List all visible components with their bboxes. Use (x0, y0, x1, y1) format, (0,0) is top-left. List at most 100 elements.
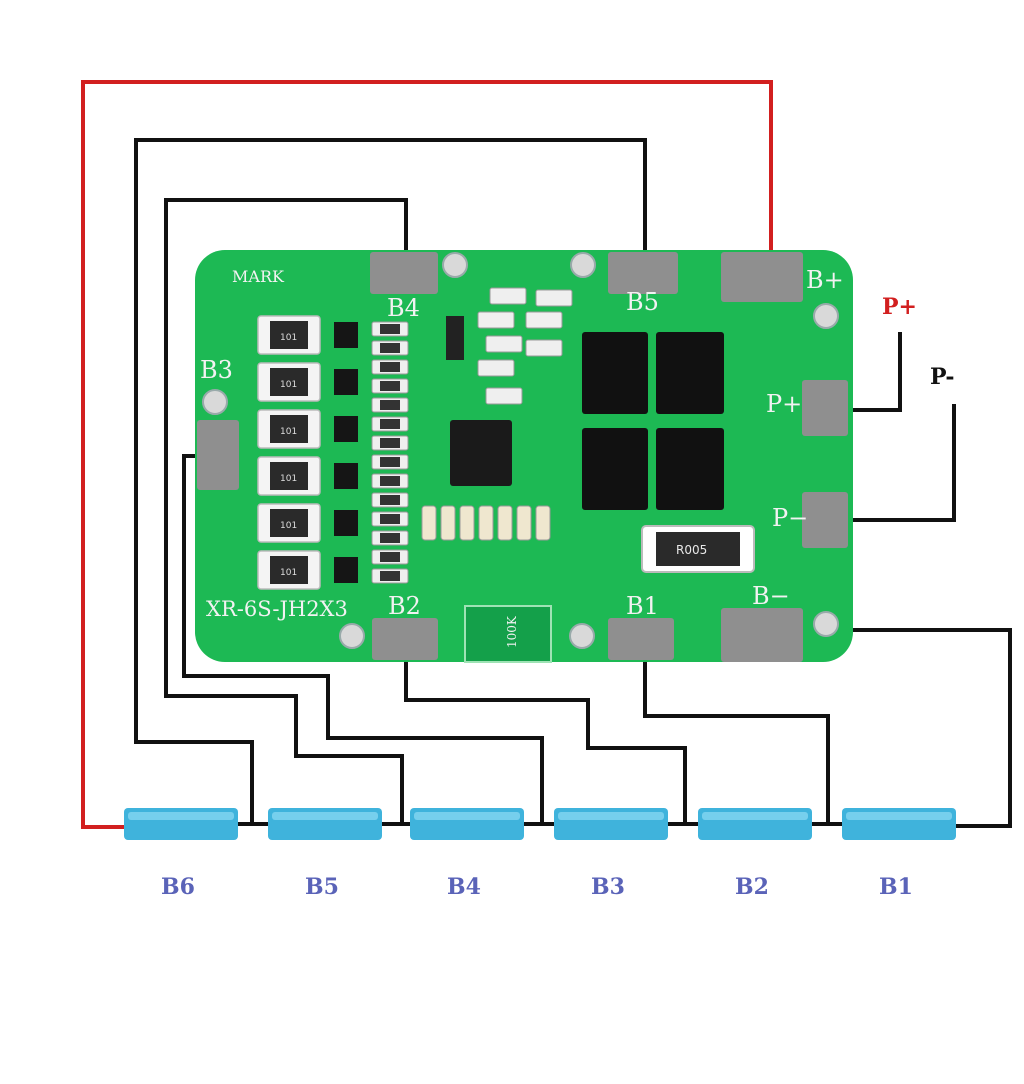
smd-component-body (380, 400, 400, 410)
smd-component (489, 287, 527, 305)
cell-label: B3 (591, 874, 625, 900)
pcb-board: MARK XR-6S-JH2X3 B4 B5 B+ B3 P+ P− B2 B1… (195, 250, 853, 663)
balance-transistor (334, 369, 358, 395)
capacitor (421, 505, 437, 541)
mosfet (582, 332, 648, 414)
mount-hole (570, 252, 596, 278)
balance-resistor-marking: 101 (280, 427, 297, 437)
pad-p-minus (802, 492, 848, 548)
balance-resistor-body (270, 462, 308, 490)
label-model: XR-6S-JH2X3 (206, 597, 348, 621)
resistor-block (464, 605, 552, 663)
smd-component (477, 311, 515, 329)
balance-resistor-body (270, 415, 308, 443)
resistor-label: 100K (505, 615, 519, 648)
battery-cell-b5: B5 (268, 808, 382, 900)
diode (446, 316, 464, 360)
mount-hole (339, 623, 365, 649)
smd-component-body (380, 362, 400, 372)
balance-transistor (334, 322, 358, 348)
battery-cell-b6: B6 (124, 808, 238, 900)
smd-component-body (380, 343, 400, 353)
balance-resistors: 101 101 101 101 101 101 (257, 315, 358, 590)
mosfet (582, 428, 648, 510)
battery-cell-b3: B3 (554, 808, 668, 900)
pad-b-minus (721, 608, 803, 662)
pad-b4 (370, 252, 438, 294)
capacitor (535, 505, 551, 541)
label-pad-b2: B2 (388, 592, 421, 620)
mount-hole (813, 303, 839, 329)
wire-b4 (164, 198, 408, 822)
cell-highlight (128, 812, 234, 820)
balance-transistor (334, 510, 358, 536)
pad-b2 (372, 618, 438, 660)
pad-b-plus (721, 252, 803, 302)
capacitor (459, 505, 475, 541)
smd-component (525, 339, 563, 357)
label-pad-p-plus: P+ (766, 390, 802, 418)
capacitor (440, 505, 456, 541)
label-pad-b3: B3 (200, 356, 233, 384)
shunt-label: R005 (676, 543, 707, 557)
cell-highlight (846, 812, 952, 820)
wire-b1 (643, 660, 830, 822)
cell-label: B6 (161, 874, 195, 900)
smd-component-body (380, 514, 400, 524)
label-mark: MARK (232, 267, 285, 286)
mosfet (656, 428, 724, 510)
smd-component (485, 387, 523, 405)
balance-resistor-body (270, 556, 308, 584)
wire-b5 (134, 138, 647, 822)
mosfet (656, 332, 724, 414)
balance-resistor-marking: 101 (280, 333, 297, 343)
battery-cell-b1: B1 (842, 808, 956, 900)
smd-component (525, 311, 563, 329)
balance-transistor (334, 463, 358, 489)
battery-cell-b4: B4 (410, 808, 524, 900)
cell-label: B4 (447, 874, 481, 900)
balance-transistor (334, 557, 358, 583)
label-pad-b1: B1 (626, 592, 659, 620)
main-ic (450, 420, 512, 486)
label-pad-b5: B5 (626, 288, 659, 316)
external-label-p-plus: P+ (882, 294, 917, 320)
cell-label: B1 (879, 874, 913, 900)
capacitor (497, 505, 513, 541)
label-pad-b-plus: B+ (806, 266, 844, 294)
pad-p-plus (802, 380, 848, 436)
cell-label: B5 (305, 874, 339, 900)
wire-b-minus (790, 628, 1012, 828)
smd-component (535, 289, 573, 307)
smd-component-body (380, 571, 400, 581)
smd-component-body (380, 381, 400, 391)
smd-component-body (380, 438, 400, 448)
pad-b1 (608, 618, 674, 660)
capacitor (516, 505, 532, 541)
cell-highlight (414, 812, 520, 820)
capacitor (478, 505, 494, 541)
smd-component (477, 359, 515, 377)
balance-resistor-marking: 101 (280, 474, 297, 484)
smd-column (371, 287, 573, 584)
smd-component (485, 335, 523, 353)
wire-p-minus (848, 404, 956, 522)
balance-resistor-marking: 101 (280, 521, 297, 531)
label-pad-b-minus: B− (752, 582, 790, 610)
smd-component-body (380, 324, 400, 334)
smd-component-body (380, 457, 400, 467)
balance-resistor-body (270, 368, 308, 396)
wire-b2 (404, 660, 687, 822)
mount-hole (813, 611, 839, 637)
smd-component-body (380, 533, 400, 543)
balance-resistor-marking: 101 (280, 568, 297, 578)
smd-component-body (380, 476, 400, 486)
balance-resistor-body (270, 509, 308, 537)
balance-resistor-marking: 101 (280, 380, 297, 390)
label-pad-p-minus: P− (772, 504, 808, 532)
balance-resistor-body (270, 321, 308, 349)
mount-hole (202, 389, 228, 415)
pad-b3 (197, 420, 239, 490)
